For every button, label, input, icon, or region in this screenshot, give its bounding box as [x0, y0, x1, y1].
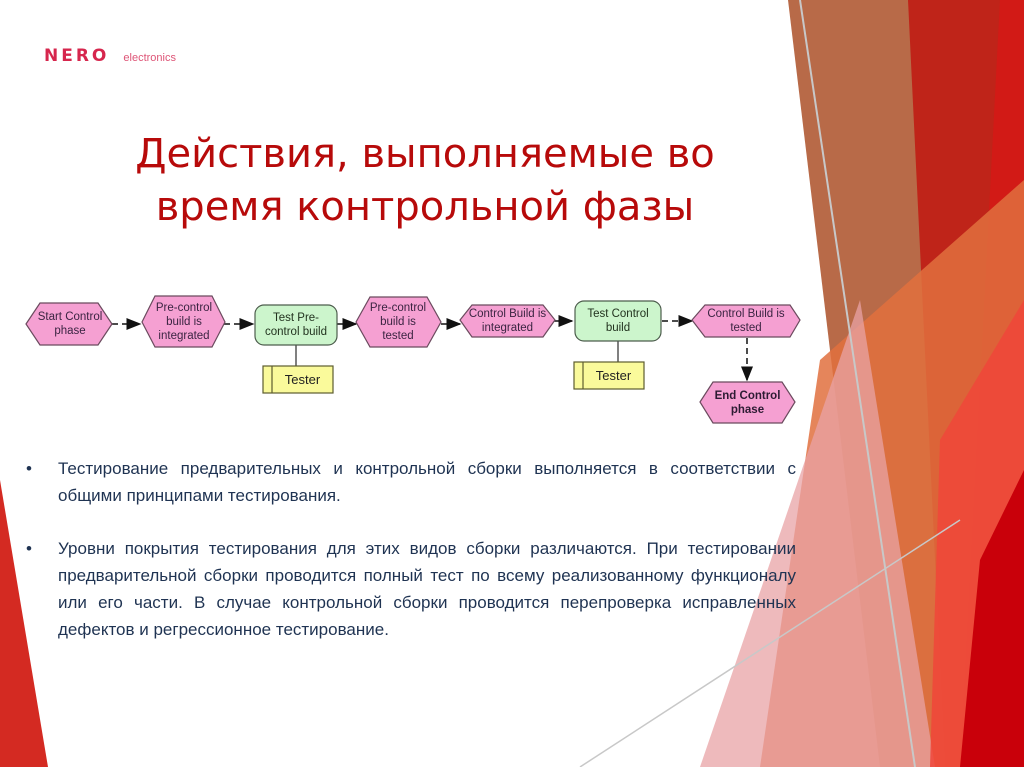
event-start-control-phase [25, 302, 113, 346]
event-pre-control-tested [355, 296, 442, 348]
event-control-build-tested [691, 304, 801, 338]
function-test-control-build [574, 300, 662, 342]
label-tester-2: Tester [595, 367, 632, 383]
role-tester-2 [573, 361, 645, 390]
bullet-text: Уровни покрытия тестирования для этих ви… [58, 539, 796, 639]
company-logo: NERO electronics [44, 46, 176, 66]
bullet-text: Тестирование предварительных и контрольн… [58, 459, 796, 505]
logo-brand: NERO [44, 46, 110, 66]
title-line-2: время контрольной фазы [155, 184, 695, 230]
bullet-list: • Тестирование предварительных и контрол… [26, 455, 796, 669]
event-pre-control-integrated [141, 295, 226, 348]
title-line-1: Действия, выполняемые во [135, 131, 715, 177]
bullet-item: • Уровни покрытия тестирования для этих … [26, 535, 796, 643]
logo-subtitle: electronics [123, 52, 176, 64]
slide-title: Действия, выполняемые во время контрольн… [60, 128, 790, 234]
event-control-build-integrated [459, 304, 556, 338]
bullet-marker: • [26, 459, 32, 478]
function-test-pre-control-build [254, 304, 338, 346]
role-tester-1 [262, 365, 334, 394]
label-test-pre-control-build: Test Pre-control build [264, 312, 327, 338]
event-end-control-phase [699, 381, 796, 424]
bullet-marker: • [26, 539, 32, 558]
bullet-item: • Тестирование предварительных и контрол… [26, 455, 796, 509]
label-tester-1: Tester [284, 371, 321, 387]
